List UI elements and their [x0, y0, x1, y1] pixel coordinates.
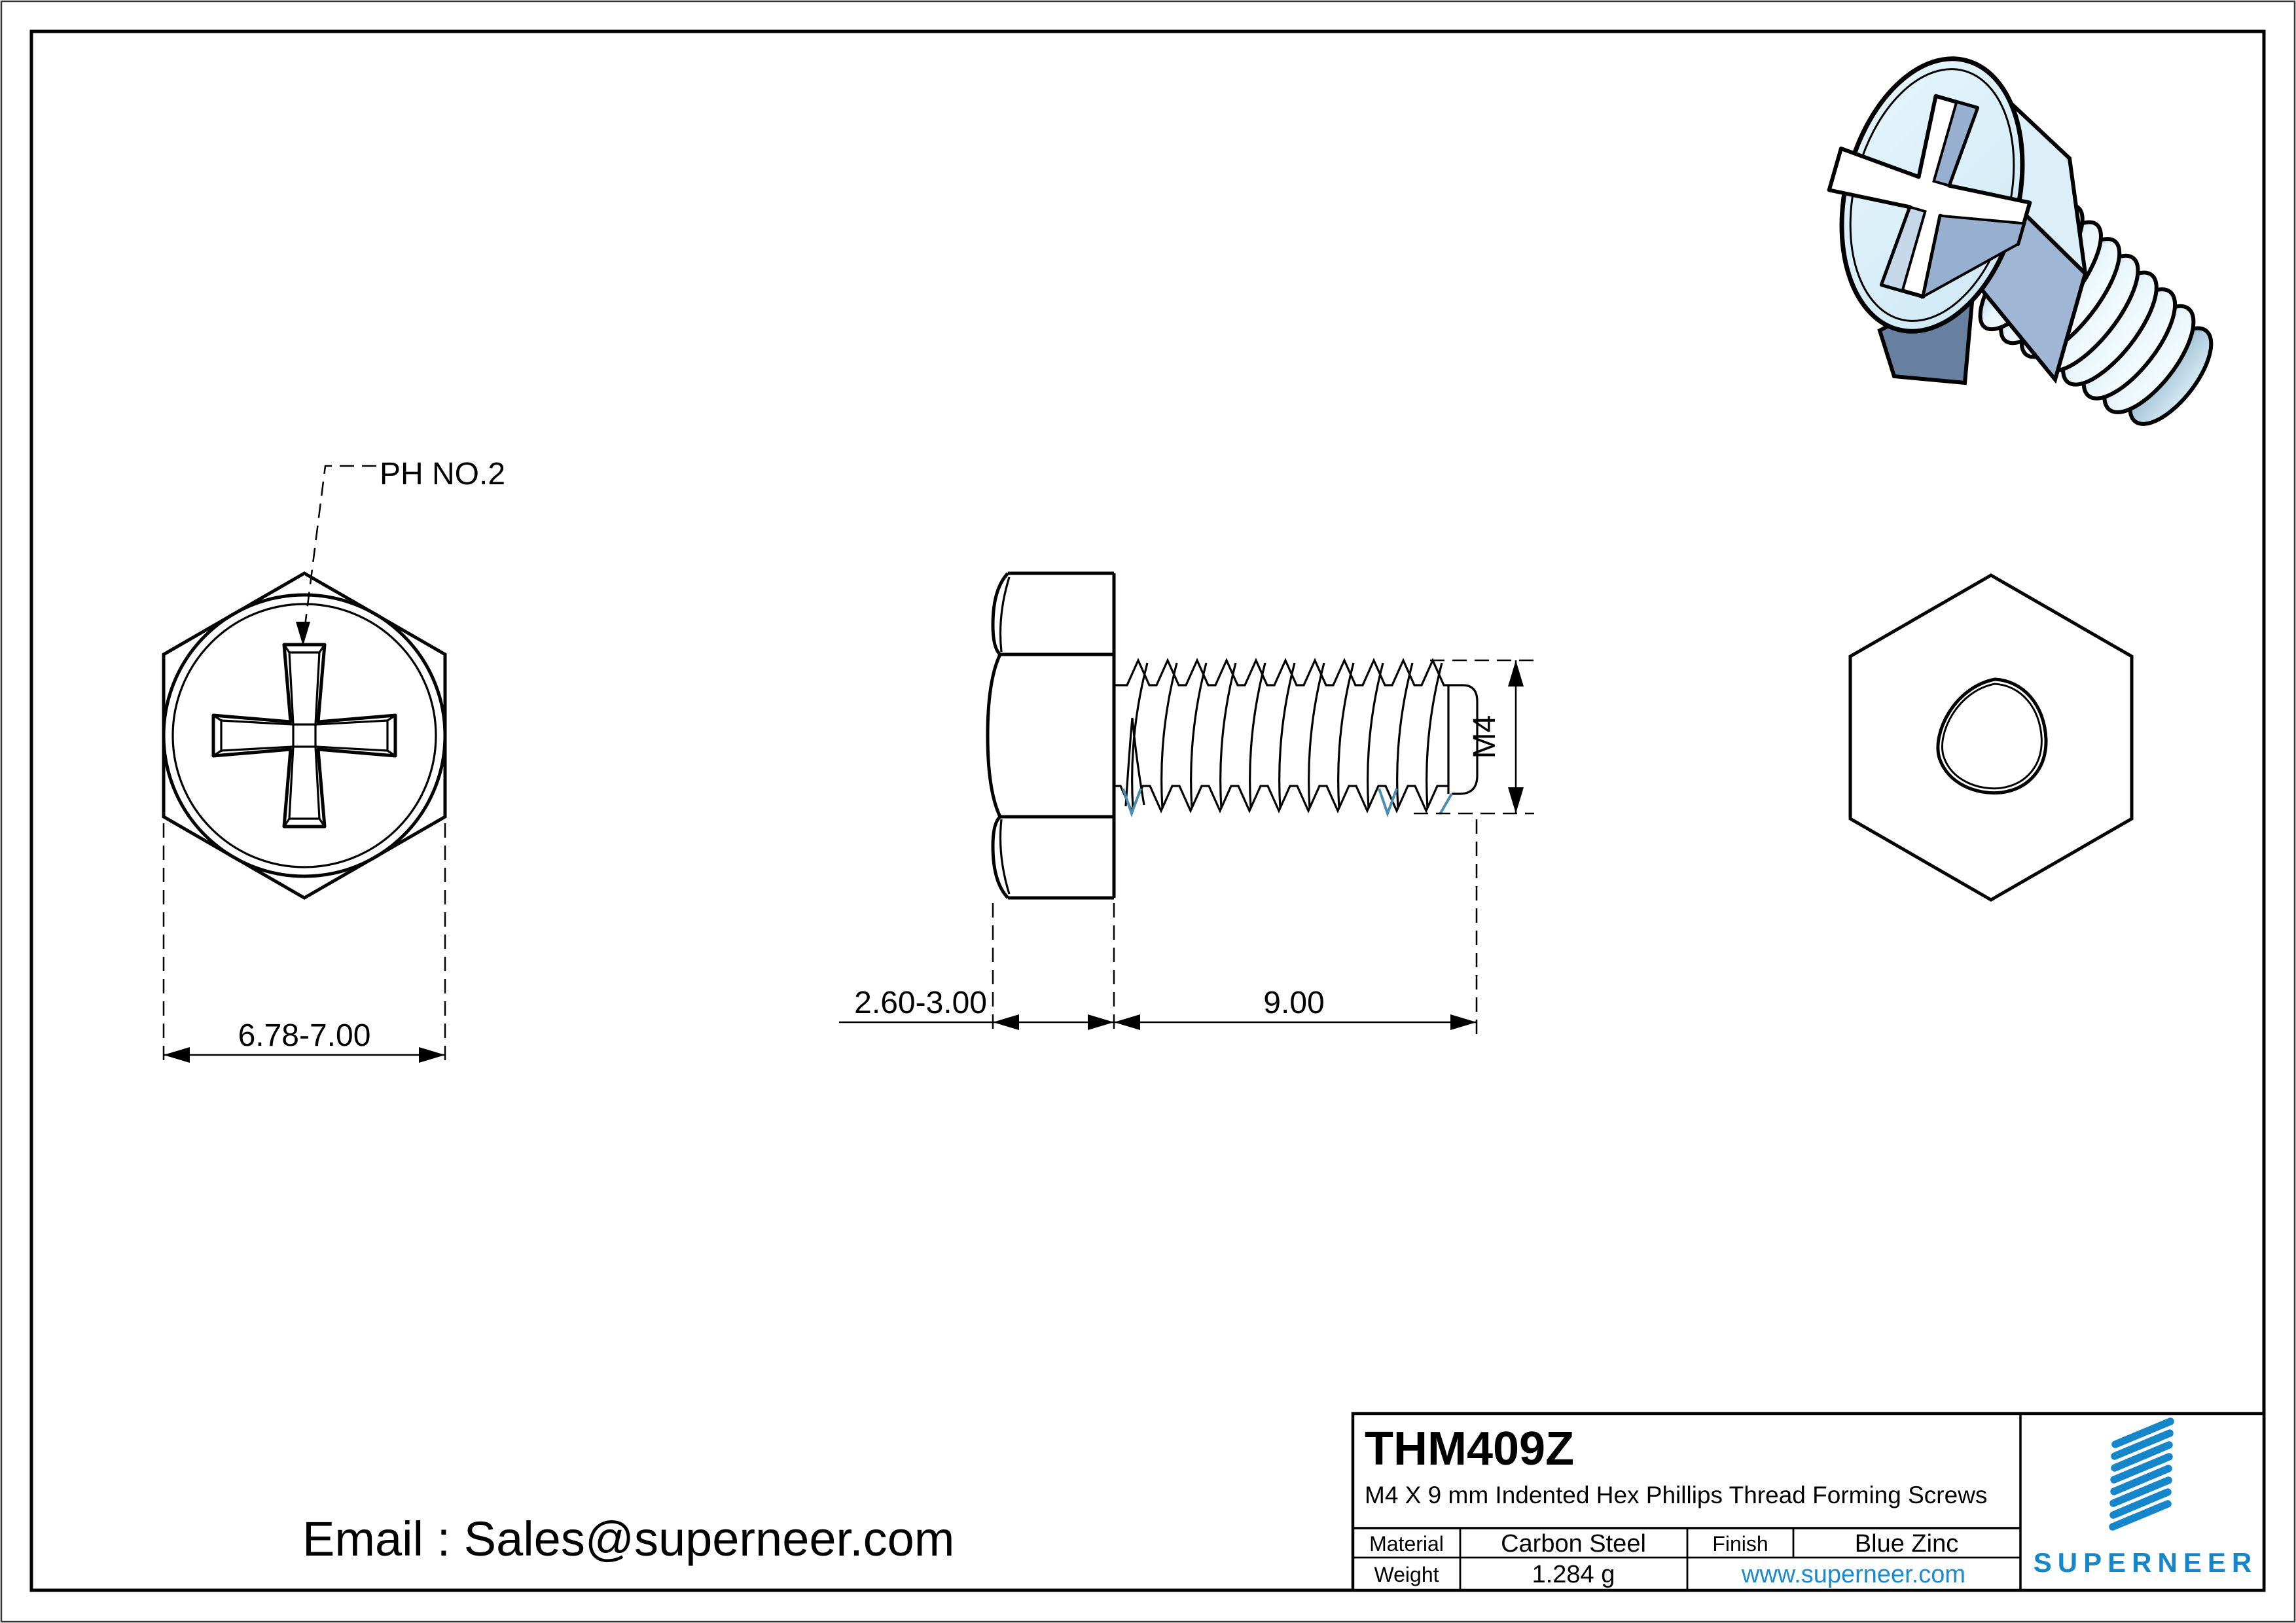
- head-left-profile: [986, 572, 1009, 899]
- title-block: THM409Z M4 X 9 mm Indented Hex Phillips …: [1351, 1412, 2266, 1592]
- thread-runout: [1124, 717, 1145, 807]
- material-value: Carbon Steel: [1501, 1530, 1646, 1558]
- head-dim-arrow-left: [993, 1014, 1019, 1030]
- head-circle-inner: [171, 603, 437, 868]
- render-phillips-cross: [1827, 94, 2032, 300]
- hex-end-outline: [1848, 573, 2134, 902]
- trilobe-outer: [1936, 677, 2048, 795]
- length-arrow-right: [1450, 1014, 1477, 1030]
- phillips-cross-outer: [211, 643, 397, 829]
- recess-leader-line: [302, 465, 376, 637]
- m4-arrow-bottom: [1508, 787, 1524, 813]
- m4-arrow-top: [1508, 660, 1524, 687]
- render-cross-shade: [1880, 205, 1927, 293]
- part-number: THM409Z: [1365, 1423, 1574, 1475]
- superneer-logo-icon: [2109, 1418, 2174, 1531]
- recess-leader-arrow: [296, 622, 310, 646]
- render-3d: [1827, 56, 2214, 426]
- head-corner-arc-top: [999, 577, 1011, 652]
- phillips-cross-inner: [220, 651, 389, 820]
- weight-value: 1.284 g: [1532, 1561, 1615, 1588]
- head-circle-outer: [162, 593, 447, 878]
- contact-email: Email : Sales@superneer.com: [302, 1512, 954, 1566]
- recess-label: PH NO.2: [380, 457, 505, 491]
- end-view: [1848, 573, 2134, 902]
- thread-accent-marks: [1122, 788, 1453, 817]
- dim-text-head-height: 2.60-3.00: [854, 986, 987, 1020]
- weight-label: Weight: [1374, 1563, 1439, 1586]
- brand-name: SUPERNEER: [2034, 1547, 2257, 1578]
- thread-crest-top: [1114, 658, 1448, 687]
- dim-arrow-left: [164, 1047, 190, 1063]
- trilobe-inner: [1941, 683, 2043, 790]
- dim-text-thread-size: M4: [1467, 715, 1502, 759]
- tip-outline: [1448, 684, 1479, 795]
- render-cross-shade: [1932, 100, 1979, 187]
- drawing-frame: [29, 29, 2266, 1592]
- length-arrow-left: [1114, 1014, 1140, 1030]
- head-corner-arc-bottom: [999, 819, 1011, 895]
- head-dim-arrow-right: [1088, 1014, 1114, 1030]
- render-cross-shade: [1921, 214, 2026, 300]
- phillips-center-square: [292, 723, 317, 748]
- top-view: PH NO.2 6.78-7.00: [162, 457, 505, 1065]
- side-view: M4 2.60-3.00 9.00: [839, 571, 1534, 1034]
- thread-crest-bottom: [1114, 785, 1448, 813]
- dim-text-length: 9.00: [1263, 986, 1324, 1020]
- phillips-tip-chamfers: [213, 644, 396, 827]
- dim-text-width: 6.78-7.00: [238, 1018, 371, 1053]
- part-description: M4 X 9 mm Indented Hex Phillips Thread F…: [1365, 1482, 1987, 1508]
- hex-head-outline: [162, 571, 447, 900]
- thread-flank-lines: [1131, 662, 1443, 809]
- finish-label: Finish: [1712, 1532, 1768, 1556]
- website-link[interactable]: www.superneer.com: [1741, 1561, 1965, 1588]
- material-label: Material: [1369, 1532, 1444, 1556]
- dim-arrow-right: [419, 1047, 445, 1063]
- finish-value: Blue Zinc: [1855, 1530, 1958, 1558]
